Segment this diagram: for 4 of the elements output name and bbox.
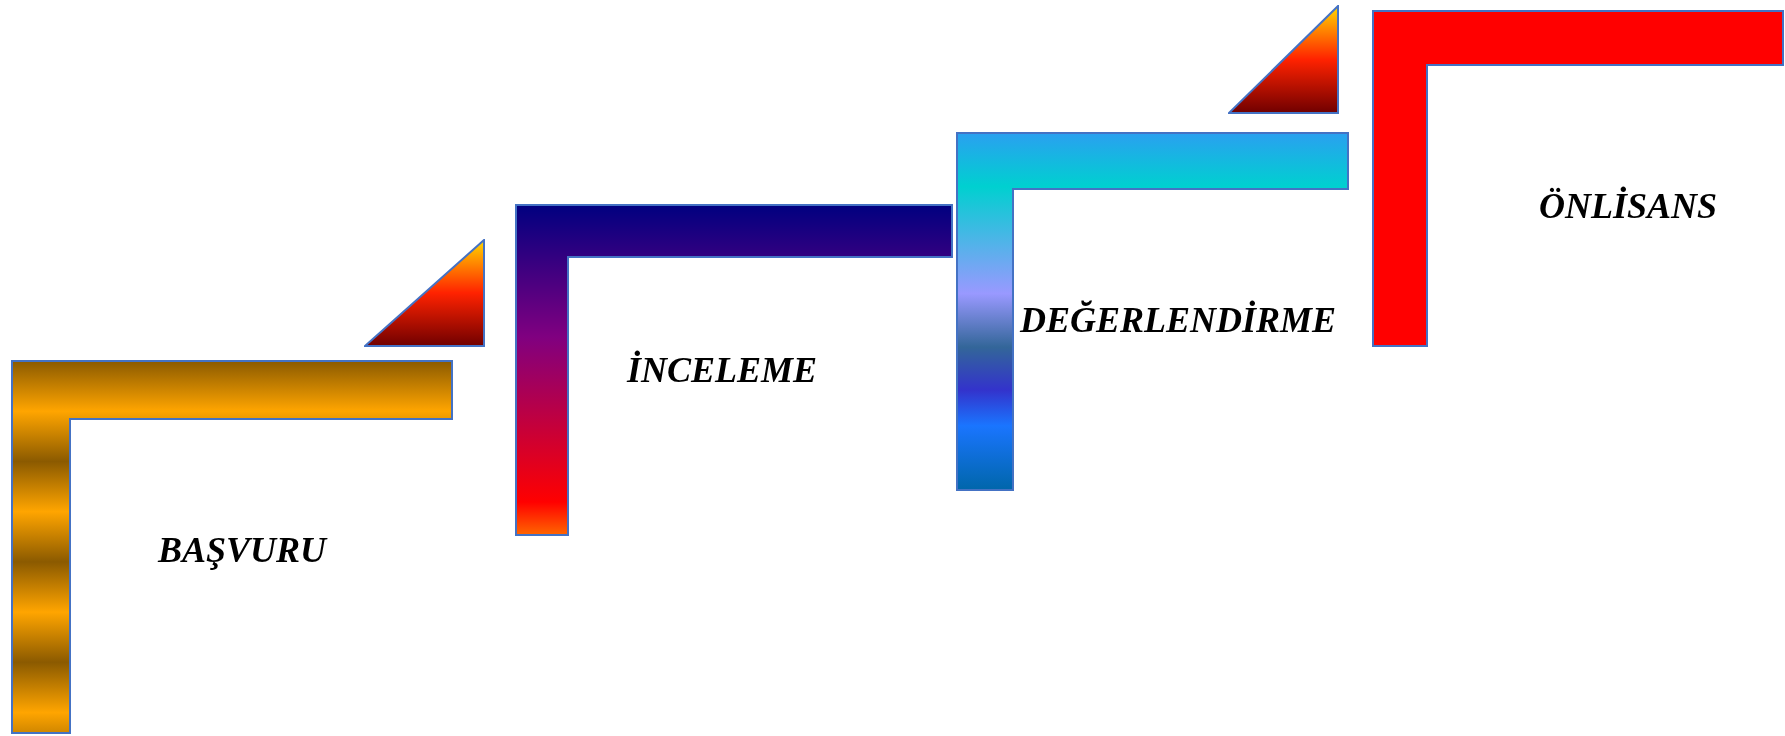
step-label: DEĞERLENDİRME (1019, 302, 1337, 338)
step-label: İNCELEME (626, 352, 818, 388)
step-label: ÖNLİSANS (1538, 188, 1718, 224)
step-label: BAŞVURU (157, 532, 327, 568)
